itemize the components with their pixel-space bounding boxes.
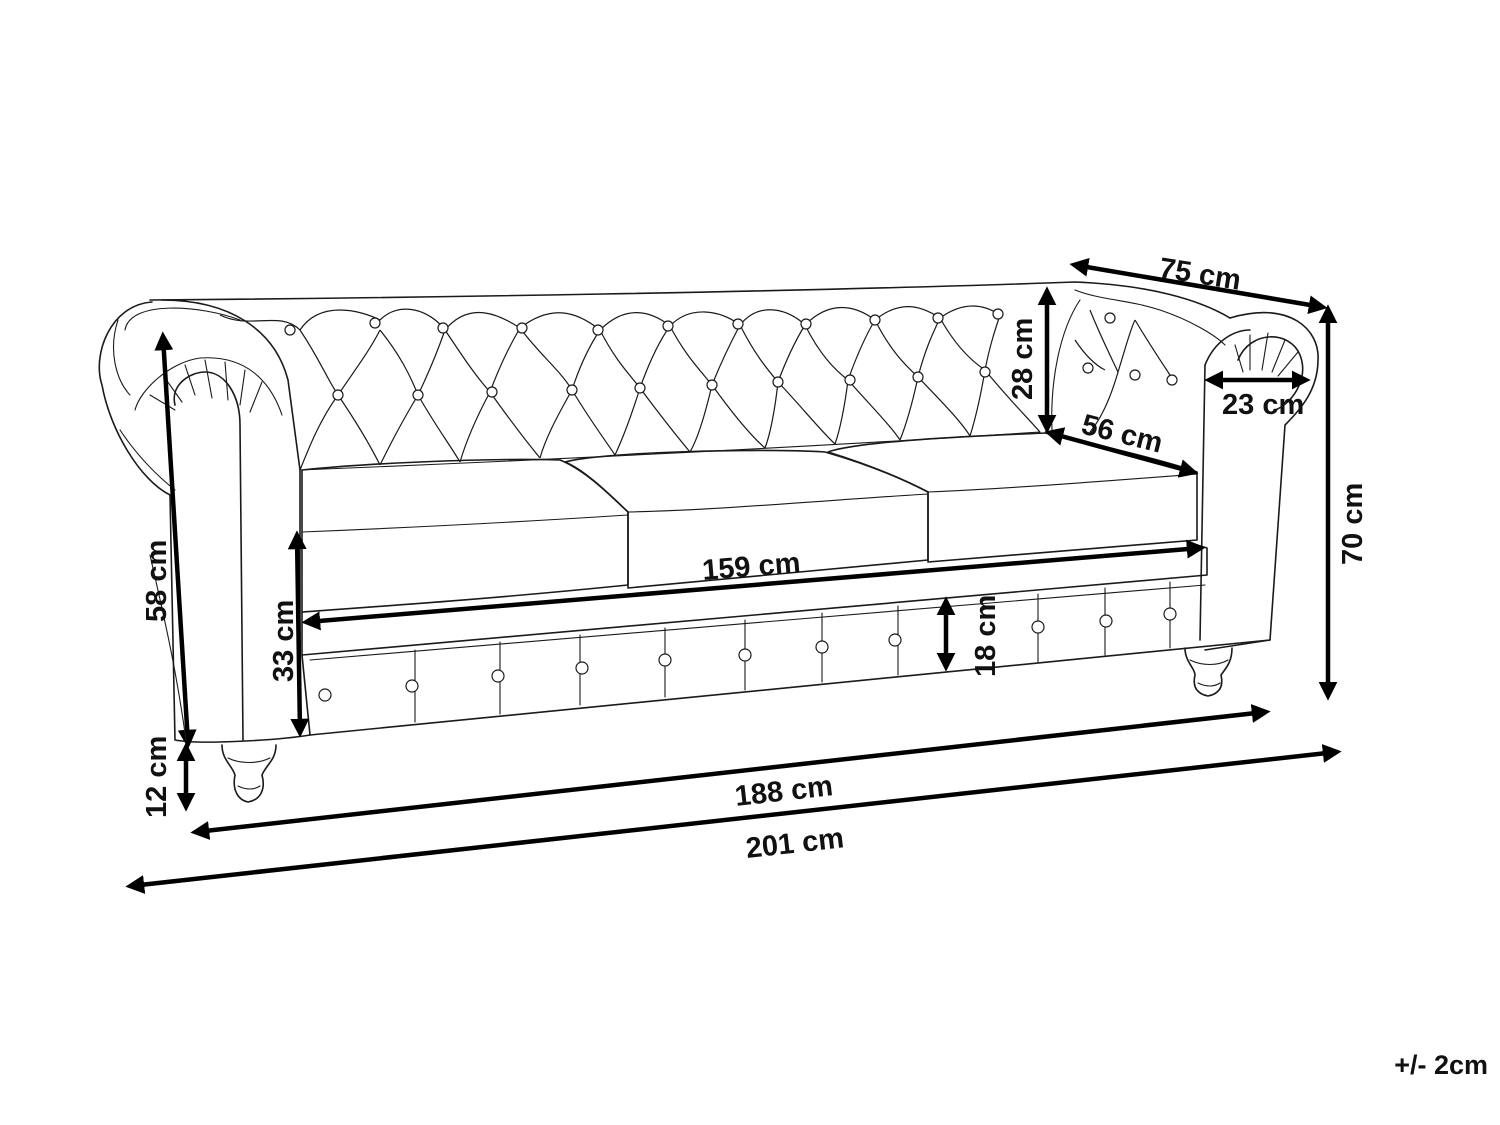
left-cushion (301, 458, 629, 613)
dimension-arrows (125, 257, 1342, 894)
label-seat-height: 33 cm (268, 600, 300, 682)
leg-right (1184, 647, 1233, 697)
label-back-height: 28 cm (1007, 318, 1039, 400)
leg-left (221, 744, 277, 803)
label-total-length: 201 cm (744, 822, 845, 865)
backrest-outline (149, 281, 1231, 319)
tuft-buttons (284, 308, 1178, 401)
tolerance-note: +/- 2cm (1394, 1050, 1488, 1080)
label-back-depth: 75 cm (1157, 252, 1243, 296)
sofa-drawing (98, 281, 1319, 803)
label-leg-height: 12 cm (141, 736, 173, 818)
label-arm-width: 23 cm (1222, 389, 1304, 421)
right-arm (1204, 311, 1319, 651)
dimension-labels: 75 cm 28 cm 23 cm 56 cm 70 cm 58 cm 159 … (141, 252, 1369, 865)
label-arm-height: 58 cm (141, 540, 173, 622)
label-seat-cushion-height: 18 cm (970, 595, 1002, 677)
label-inner-length: 188 cm (733, 770, 834, 813)
label-total-height: 70 cm (1337, 483, 1369, 565)
